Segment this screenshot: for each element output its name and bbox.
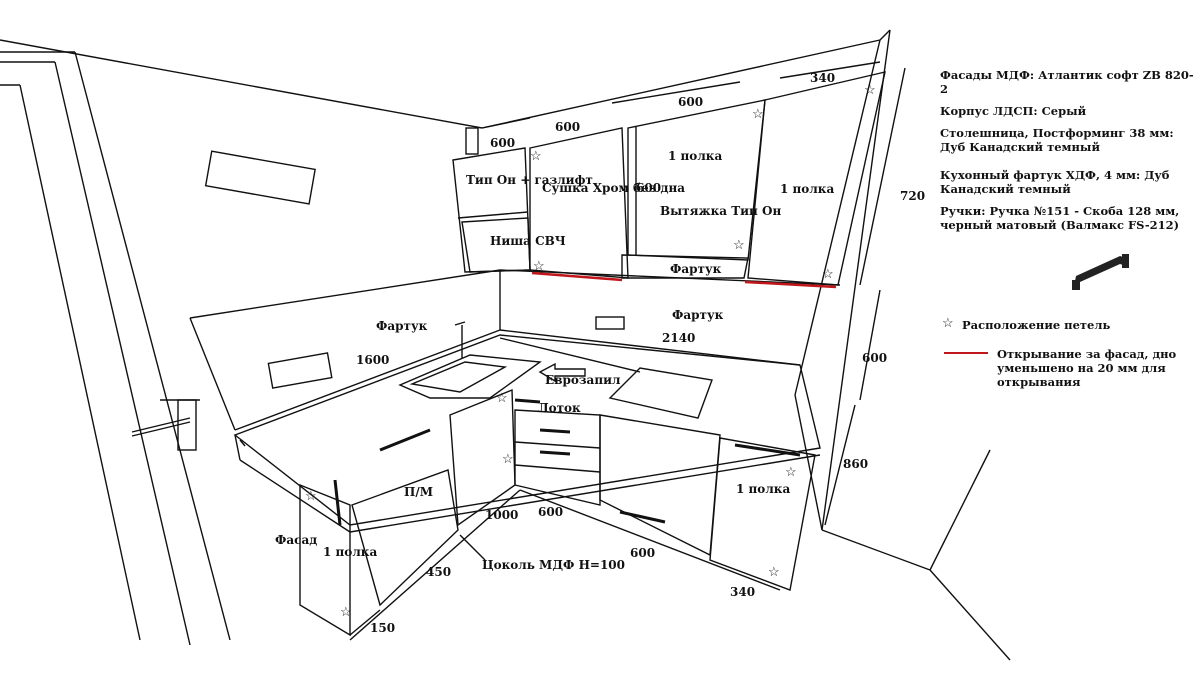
label-nisha-svch: Ниша СВЧ (490, 234, 566, 248)
legend-star-icon: ☆ (942, 316, 954, 331)
hinge-star-icon: ☆ (305, 489, 317, 504)
note-facades: Фасады МДФ: Атлантик софт ZB 820-2 (940, 68, 1194, 96)
dim-2140: 2140 (662, 331, 695, 345)
dim-600-vert: 600 (636, 181, 661, 195)
label-polka-right: 1 полка (780, 182, 834, 196)
dim-600-a: 600 (490, 136, 515, 150)
dim-1600: 1600 (356, 353, 389, 367)
legend-hinges: Расположение петель (962, 318, 1111, 332)
dim-600-bot2: 600 (630, 546, 655, 560)
label-evrozapil: Еврозапил (545, 373, 621, 387)
hinge-star-icon: ☆ (864, 83, 876, 98)
label-fartuk-left: Фартук (376, 319, 428, 333)
dim-600-b: 600 (555, 120, 580, 134)
label-polka-left: 1 полка (323, 545, 377, 559)
legend-red-line (944, 352, 988, 354)
room-lines (0, 29, 1011, 661)
legend-facade-opening: Открывание за фасад, дно уменьшено на 20… (997, 347, 1177, 389)
dim-600-bot1: 600 (538, 505, 563, 519)
label-polka-top: 1 полка (668, 149, 722, 163)
hinge-star-icon: ☆ (785, 465, 797, 480)
hinge-star-icon: ☆ (752, 107, 764, 122)
label-fasad: Фасад (275, 533, 317, 547)
note-fartuk: Кухонный фартук ХДФ, 4 мм: Дуб Канадский… (940, 168, 1170, 196)
hinge-star-icon: ☆ (533, 259, 545, 274)
red-opening-line-1 (531, 271, 623, 282)
dim-450: 450 (426, 565, 451, 579)
note-ruchki: Ручки: Ручка №151 - Скоба 128 мм, черный… (940, 204, 1180, 232)
hinge-star-icon: ☆ (496, 391, 508, 406)
label-cokol: Цоколь МДФ Н=100 (482, 558, 625, 572)
hinge-star-icon: ☆ (768, 565, 780, 580)
dim-340-top: 340 (810, 71, 835, 85)
note-korpus: Корпус ЛДСП: Серый (940, 104, 1087, 118)
label-fartuk-top: Фартук (670, 262, 722, 276)
red-opening-line-2 (744, 280, 837, 289)
dim-860: 860 (843, 457, 868, 471)
hinge-star-icon: ☆ (502, 452, 514, 467)
handle-icon (1072, 254, 1129, 290)
label-pm: П/М (404, 485, 433, 499)
note-stoleshnica: Столешница, Постформинг 38 мм: Дуб Канад… (940, 126, 1174, 154)
hinge-star-icon: ☆ (530, 149, 542, 164)
hinge-star-icon: ☆ (340, 605, 352, 620)
label-sushka: Сушка Хром без дна (542, 181, 685, 195)
label-fartuk-right: Фартук (672, 308, 724, 322)
hinge-star-icon: ☆ (733, 238, 745, 253)
label-polka-bottom-right: 1 полка (736, 482, 790, 496)
label-tip-on-1: Тип Он + газлифт (466, 173, 593, 187)
label-vytyazhka: Вытяжка Тип Он (660, 204, 781, 218)
dim-150: 150 (370, 621, 395, 635)
hinge-star-icon: ☆ (822, 267, 834, 282)
dim-720: 720 (900, 189, 925, 203)
dim-340-bot: 340 (730, 585, 755, 599)
label-lotok: Лоток (538, 401, 581, 415)
dim-1000: 1000 (485, 508, 518, 522)
dim-600-right: 600 (862, 351, 887, 365)
material-notes: Фасады МДФ: Атлантик софт ZB 820-2 Корпу… (940, 68, 1198, 240)
dim-600-c: 600 (678, 95, 703, 109)
